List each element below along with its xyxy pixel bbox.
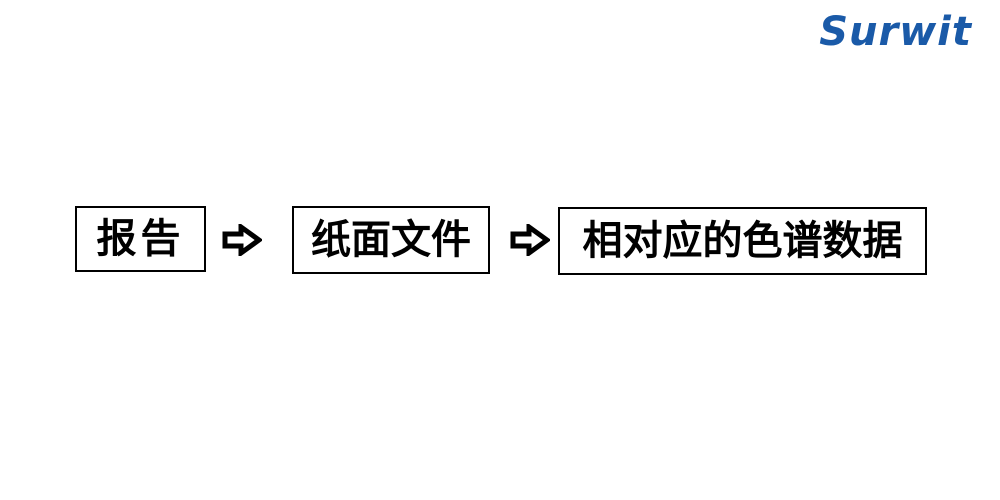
arrow-right-icon: [222, 224, 262, 256]
surwit-logo: Surwit: [819, 9, 972, 55]
flow-step-label: 纸面文件: [311, 216, 471, 263]
flow-step-report: 报告: [75, 206, 206, 272]
flow-step-chromatographic-data: 相对应的色谱数据: [558, 207, 927, 275]
flow-step-paper-document: 纸面文件: [292, 206, 490, 274]
flow-step-label: 相对应的色谱数据: [582, 217, 903, 264]
arrow-right-icon: [510, 224, 550, 256]
flow-step-label: 报告: [96, 215, 185, 262]
